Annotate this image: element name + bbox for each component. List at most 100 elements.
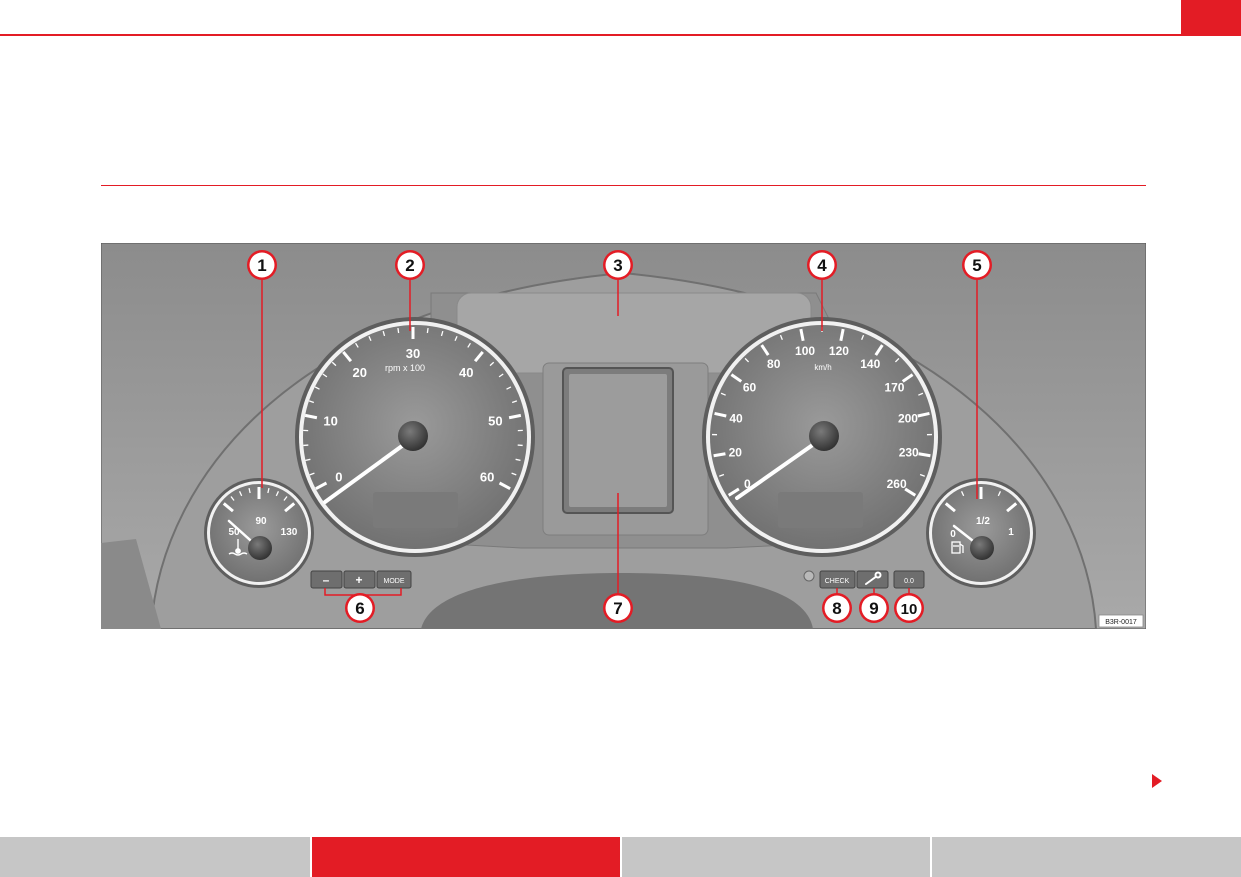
indicator-lamp [803,570,815,582]
tachometer-tick [473,350,484,363]
svg-text:8: 8 [832,599,841,618]
callout-4: 4 [807,250,837,280]
speedometer-label: 200 [898,412,918,426]
tachometer-tick [309,472,315,476]
callout-1: 1 [247,250,277,280]
trip-reset-button[interactable]: 0.0 [893,570,925,589]
fuel-tick-empty: 0 [950,529,956,540]
tachometer-tick [342,350,353,363]
fuel-gauge-ticks [944,487,1018,513]
tachometer-tick [397,327,400,334]
svg-text:4: 4 [817,256,827,275]
tachometer-tick [314,386,320,390]
tachometer-label: 50 [488,413,502,428]
footer-tab-4[interactable] [932,837,1241,877]
callout-2: 2 [395,250,425,280]
speedometer-tick [744,357,750,363]
fuel-hub [970,536,994,560]
check-button[interactable]: CHECK [819,570,856,589]
speedometer-tick [719,473,725,477]
tachometer-needle [323,436,415,504]
coolant-tick [284,502,296,513]
coolant-tick [267,487,270,494]
speedometer-tick [894,357,900,363]
fuel-gauge: 0 1/2 1 [926,478,1036,588]
tachometer-tick [305,458,311,462]
plus-button[interactable]: + [343,570,376,589]
tachometer-label: 10 [323,413,337,428]
coolant-hub [248,536,272,560]
speedometer-tick [714,411,727,418]
tachometer-tick [454,335,458,342]
speedometer-tick [727,487,740,497]
footer-tab-1[interactable] [0,837,310,877]
fuel-tick [944,502,956,513]
tachometer-label: 30 [406,346,420,361]
speedometer-label: 0 [744,477,751,491]
coolant-tick-130: 130 [281,527,298,538]
speedometer-needle [735,435,826,500]
svg-text:3: 3 [613,256,622,275]
speedometer-label: 80 [767,357,781,371]
speedometer-label: 230 [899,446,919,460]
speedometer-tick [918,452,931,458]
tachometer-tick [498,481,511,490]
speedometer-label: 20 [729,446,743,460]
svg-text:9: 9 [869,599,878,618]
speedometer-tick [720,392,726,396]
coolant-tick [230,496,235,501]
coolant-tick-50: 50 [228,527,240,538]
svg-text:10: 10 [901,601,918,618]
speedometer-hub [809,421,839,451]
tachometer-tick [355,342,359,348]
speedometer-tick [861,334,865,341]
speedometer-tick [779,334,783,341]
svg-text:–: – [323,573,330,587]
speedometer-tick [839,328,845,342]
mode-button[interactable]: MODE [376,570,412,589]
coolant-tick [248,487,251,494]
speedometer-tick [917,411,930,418]
tachometer-tick [511,472,517,476]
tachometer-tick [315,481,328,490]
speedometer-unit: km/h [814,363,831,372]
tachometer-tick [515,458,521,462]
tachometer-tick [304,413,318,420]
header-tab [1181,0,1241,36]
callout-6: 6 [345,593,375,623]
minus-button[interactable]: – [310,570,343,589]
svg-text:+: + [355,573,362,587]
tachometer-label: 0 [335,469,342,484]
tachometer-tick [322,373,328,378]
tachometer-tick [508,413,522,420]
svg-text:6: 6 [355,599,364,618]
callout-9: 9 [859,593,889,623]
tachometer-label: 60 [480,469,494,484]
callout-5: 5 [962,250,992,280]
wrench-icon [865,571,882,585]
figure-code: B3R-0017 [1105,619,1137,626]
speedometer-tick [799,328,805,342]
speedometer-tick [919,473,925,477]
callout-10: 10 [894,593,924,623]
tachometer-tick [506,386,512,390]
coolant-temperature-icon [228,539,248,556]
tachometer-tick [308,400,315,404]
svg-text:2: 2 [405,256,414,275]
speedometer-tick [901,373,914,383]
coolant-tick [275,491,280,497]
footer-tab-3[interactable] [622,837,930,877]
speedometer-label: 170 [884,381,904,395]
speedometer-tick [874,344,884,356]
next-page-icon[interactable] [1152,774,1162,788]
coolant-gauge: 50 90 130 [204,478,314,588]
callout-8: 8 [822,593,852,623]
coolant-tick [222,502,234,513]
service-button[interactable] [856,570,889,589]
tachometer-tick [426,327,429,334]
footer-tab-2[interactable] [312,837,620,877]
